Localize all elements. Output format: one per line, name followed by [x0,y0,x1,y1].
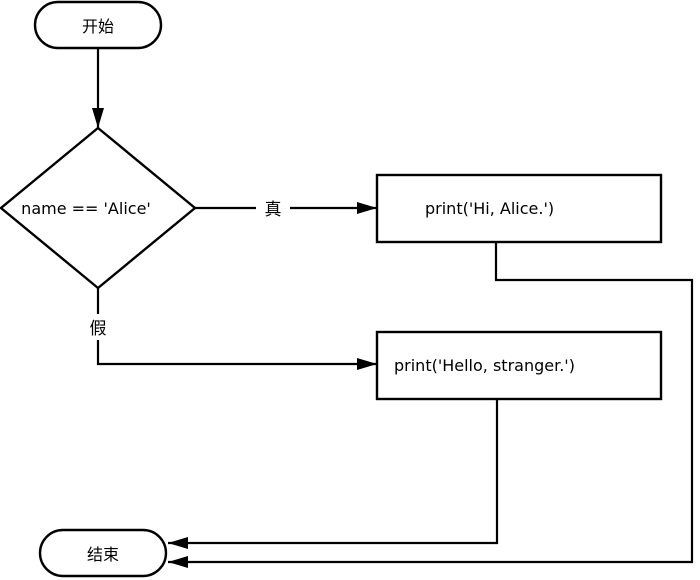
false-action-label: print('Hello, stranger.') [394,356,575,375]
decision-label: name == 'Alice' [21,199,151,218]
edge-false-to-end [168,399,499,549]
end-shape [38,528,168,578]
true-action-node: print('Hi, Alice.') [375,173,663,244]
false-edge-label: 假 [90,319,107,339]
true-action-label: print('Hi, Alice.') [425,199,554,218]
true-edge-label: 真 [265,200,282,220]
false-action-shape [375,330,663,401]
true-action-shape [375,173,663,244]
false-label-bg [84,314,112,340]
end-label: 结束 [87,545,119,564]
start-node: 开始 [33,0,163,50]
edge-true-to-end [168,242,694,568]
start-label: 开始 [82,17,114,36]
decision-node: name == 'Alice' [0,126,197,290]
edge-false [96,288,377,370]
false-action-node: print('Hello, stranger.') [375,330,663,401]
true-label-bg [256,196,290,220]
end-node: 结束 [38,528,168,578]
